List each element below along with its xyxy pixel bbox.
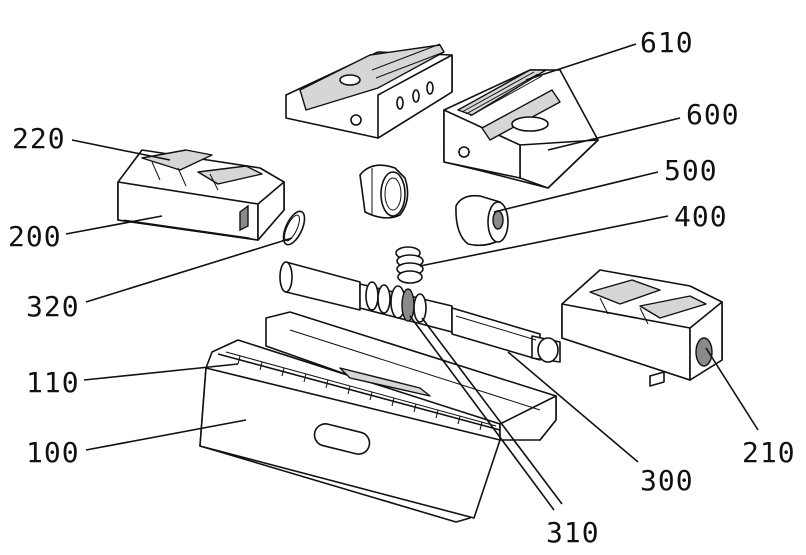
leader-310a [409, 315, 555, 511]
leader-220 [71, 139, 171, 161]
callout-labels: 610 600 500 400 220 200 320 110 100 300 … [8, 26, 796, 549]
nut-right-500 [455, 194, 509, 247]
serrated-face-610 [457, 69, 547, 117]
leader-310b [421, 317, 563, 505]
leader-600 [547, 117, 681, 151]
jaw-block-210 [561, 269, 723, 387]
leader-400 [419, 215, 669, 267]
callout-220: 220 [12, 122, 66, 155]
callout-400: 400 [674, 200, 728, 233]
washer-320 [282, 210, 306, 246]
callout-310: 310 [546, 516, 600, 549]
callout-300: 300 [640, 464, 694, 497]
leader-610 [525, 43, 637, 81]
leader-200 [65, 215, 163, 235]
leader-110 [83, 363, 239, 381]
scale-110 [217, 351, 501, 431]
leader-lines [65, 43, 759, 511]
jaw-left-upper [285, 43, 453, 139]
jaw-right-upper-600 [443, 69, 599, 189]
callout-200: 200 [8, 220, 62, 253]
jaw-block-200 [117, 149, 285, 241]
lead-screw-300 [279, 261, 561, 363]
leader-300 [507, 351, 639, 463]
callout-610: 610 [640, 26, 694, 59]
callout-320: 320 [26, 290, 80, 323]
leader-210 [705, 347, 759, 431]
spring-400 [395, 246, 424, 284]
leader-100 [85, 419, 247, 451]
nut-left [359, 164, 409, 219]
callout-100: 100 [26, 436, 80, 469]
leader-500 [493, 171, 659, 213]
vise-body-100 [199, 311, 557, 523]
leader-320 [85, 237, 293, 303]
callout-600: 600 [686, 98, 740, 131]
callout-110: 110 [26, 366, 80, 399]
callout-500: 500 [664, 154, 718, 187]
callout-210: 210 [742, 436, 796, 469]
